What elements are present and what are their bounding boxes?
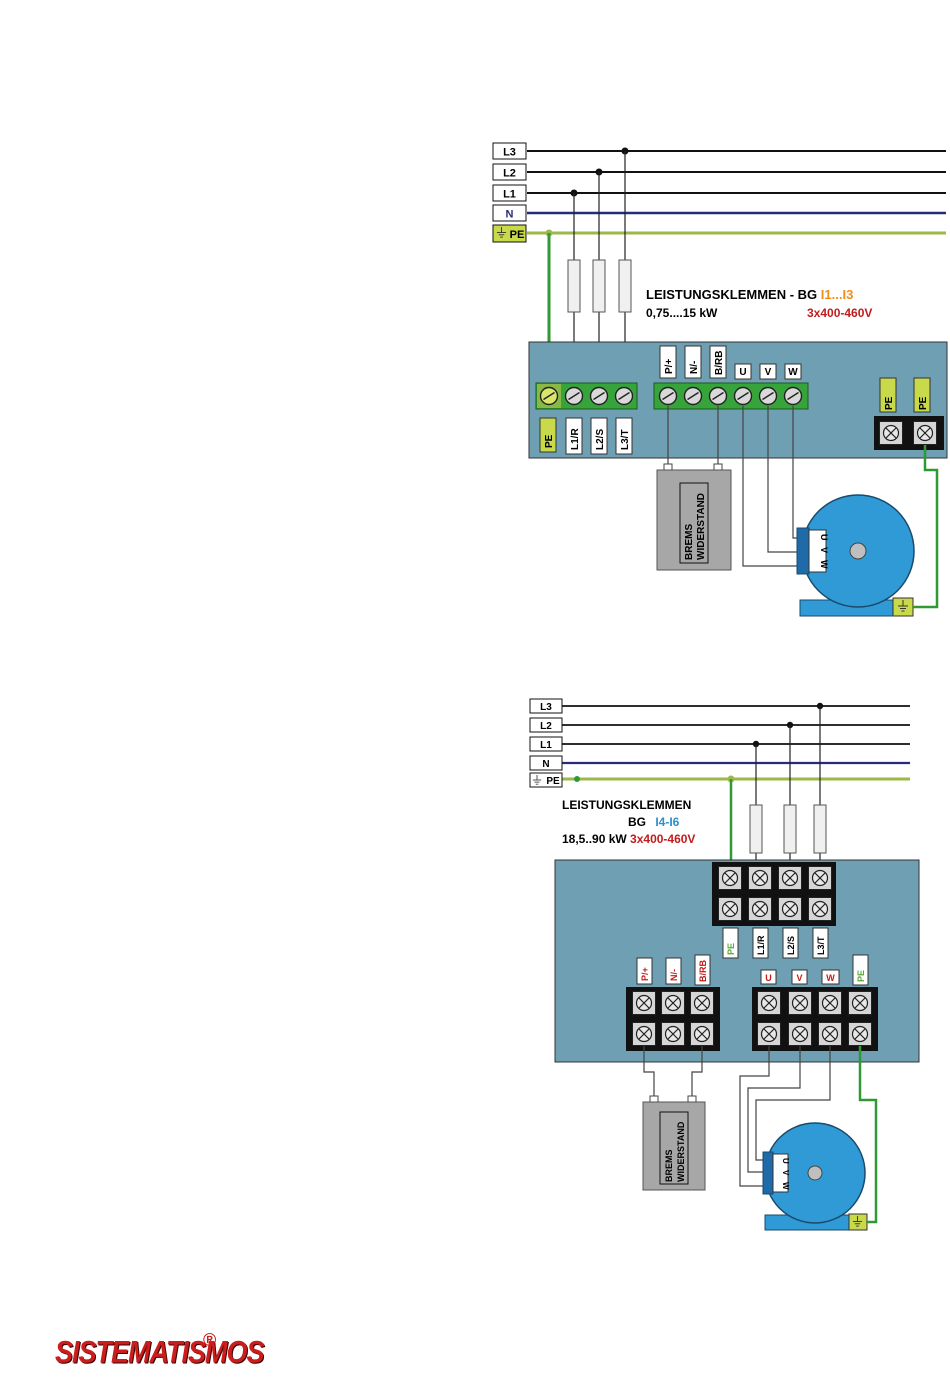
motor-terminal-v-2: V (781, 1170, 790, 1176)
terminal-label-pe-out-2: PE (856, 970, 866, 982)
title-range-2: I4-I6 (655, 815, 679, 829)
motor-pe-wire-1 (913, 445, 937, 607)
line-label-n-2: N (542, 759, 549, 770)
terminal-label-l3t-1: L3/T (620, 429, 631, 450)
line-label-l3-2: L3 (540, 702, 552, 713)
line-label-n: N (506, 209, 514, 221)
title-2: LEISTUNGSKLEMMEN (562, 798, 691, 812)
brake-resistor-1: BREMS WIDERSTAND (657, 464, 731, 570)
fuse-l2 (593, 260, 605, 312)
line-label-l3: L3 (503, 147, 516, 159)
line-labels-1: L3 L2 L1 N PE (493, 143, 526, 242)
fuse-l3 (619, 260, 631, 312)
motor-terminal-u-1: U (819, 534, 829, 541)
title-1: LEISTUNGSKLEMMEN - BG (646, 287, 821, 302)
supply-lines-2 (562, 706, 910, 779)
line-label-l2-2: L2 (540, 721, 552, 732)
terminal-label-u-2: U (765, 973, 772, 983)
registered-mark: ® (203, 1330, 216, 1351)
terminal-strip-input-1 (536, 383, 637, 409)
diagram-2: L3 L2 L1 N PE LEISTUNGSKLEMMEN B (530, 699, 919, 1230)
pe-right-label-b: PE (918, 396, 929, 410)
line-label-l2: L2 (503, 168, 516, 180)
voltage-1: 3x400-460V (807, 306, 872, 320)
terminal-label-u-1: U (739, 367, 746, 378)
motor-terminal-w-2: W (781, 1182, 790, 1190)
motor-pe-wire-2 (860, 1046, 876, 1222)
terminal-label-v-2: V (796, 973, 802, 983)
motor-terminal-v-1: V (819, 547, 829, 553)
diagram-1: L3 L2 L1 N PE LEISTUNGSKLEMMEN - (493, 143, 947, 616)
line-label-l1: L1 (503, 189, 516, 201)
terminal-label-pe-2: PE (726, 943, 736, 955)
motor-1: U V W (797, 495, 914, 616)
motor-terminal-w-1: W (819, 560, 829, 569)
terminal-label-w-2: W (826, 973, 835, 983)
terminal-label-brb-1: B/RB (714, 351, 725, 375)
title-range-1: I1...I3 (821, 287, 854, 302)
line-label-pe-2: PE (546, 776, 560, 787)
brake-resistor-2: BREMS WIDERSTAND (643, 1096, 705, 1190)
line-labels-2: L3 L2 L1 N PE (530, 699, 562, 787)
brake-label-line2-1: WIDERSTAND (696, 493, 707, 560)
terminal-label-pe-1: PE (544, 434, 555, 448)
screw-l3t-1 (616, 388, 633, 405)
motor-2: U V W (763, 1123, 867, 1230)
brake-label-line1-2: BREMS (664, 1149, 674, 1182)
terminal-label-l3t-2: L3/T (816, 936, 826, 955)
line-label-pe: PE (510, 229, 525, 241)
terminal-block-brake-2 (626, 987, 720, 1051)
terminal-label-p-2: P/+ (640, 967, 650, 981)
terminal-label-n-1: N/- (689, 361, 700, 374)
logo-text: SISTEMATISMOS (55, 1334, 264, 1371)
terminal-label-v-1: V (765, 367, 772, 378)
pe-right-label-a: PE (884, 396, 895, 410)
supply-lines-1 (527, 151, 946, 233)
terminal-label-n-2: N/- (669, 969, 679, 981)
terminal-label-w-1: W (788, 367, 798, 378)
brake-label-line2-2: WIDERSTAND (676, 1121, 686, 1182)
terminal-label-l1r-2: L1/R (756, 935, 766, 955)
brake-label-line1-1: BREMS (684, 524, 695, 560)
screw-l2s-1 (591, 388, 608, 405)
svg-text:LEISTUNGSKLEMMEN - BG I1...I3: LEISTUNGSKLEMMEN - BG I1...I3 (646, 287, 853, 302)
terminal-strip-output-1 (654, 383, 808, 409)
terminal-label-brb-2: B/RB (698, 960, 708, 982)
voltage-2: 3x400-460V (630, 832, 695, 846)
fuse-l1 (568, 260, 580, 312)
power-2: 18,5..90 kW (562, 832, 630, 846)
sistematismos-logo: SISTEMATISMOS ® (55, 1332, 225, 1372)
svg-text:BG I4-I6: BG I4-I6 (628, 815, 680, 829)
line-label-l1-2: L1 (540, 740, 552, 751)
terminal-labels-brake-2: P/+ N/- B/RB (637, 955, 710, 985)
terminal-label-p-1: P/+ (664, 359, 675, 374)
power-1: 0,75....15 kW (646, 306, 718, 320)
svg-text:18,5..90 kW 3x400-460V: 18,5..90 kW 3x400-460V (562, 832, 695, 846)
terminal-label-l2s-1: L2/S (595, 429, 606, 450)
fuses-2 (750, 706, 826, 866)
motor-terminal-u-2: U (781, 1158, 790, 1164)
screw-pe-1 (541, 388, 558, 405)
screw-l1r-1 (566, 388, 583, 405)
terminal-labels-brake-1: P/+ N/- B/RB (660, 346, 726, 378)
terminal-label-l1r-1: L1/R (570, 428, 581, 450)
terminal-labels-output-1: U V W (735, 364, 801, 379)
title-bg-2: BG (628, 815, 649, 829)
terminal-label-l2s-2: L2/S (786, 936, 796, 955)
terminal-block-output-2 (752, 987, 878, 1051)
terminal-block-input-2 (712, 862, 836, 926)
